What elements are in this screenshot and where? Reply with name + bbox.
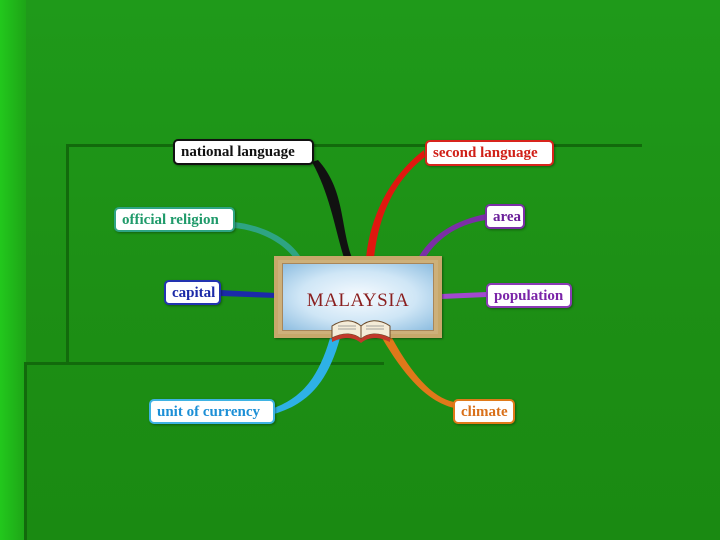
open-book-icon (331, 320, 391, 343)
connector-second-language (366, 150, 425, 258)
frame-line-middle (24, 362, 384, 365)
node-unit-of-currency: unit of currency (149, 399, 275, 424)
center-topic-panel: MALAYSIA (282, 263, 434, 331)
frame-line-top (66, 144, 642, 147)
node-official-religion: official religion (114, 207, 235, 232)
connector-capital (220, 290, 276, 298)
connector-official-religion (234, 222, 300, 258)
connector-area (418, 214, 486, 258)
node-national-language: national language (173, 139, 314, 165)
node-area: area (485, 204, 525, 229)
connector-national-language (312, 160, 352, 258)
node-climate: climate (453, 399, 515, 424)
left-edge-strip (0, 0, 26, 540)
frame-line-left (66, 144, 69, 362)
node-population: population (486, 283, 572, 308)
node-second-language: second language (425, 140, 554, 166)
center-topic-title: MALAYSIA (306, 290, 410, 311)
node-capital: capital (164, 280, 221, 305)
connector-population (441, 292, 487, 299)
connector-unit-of-currency (274, 338, 340, 414)
connector-climate (382, 338, 454, 408)
frame-line-lower-left (24, 362, 27, 540)
